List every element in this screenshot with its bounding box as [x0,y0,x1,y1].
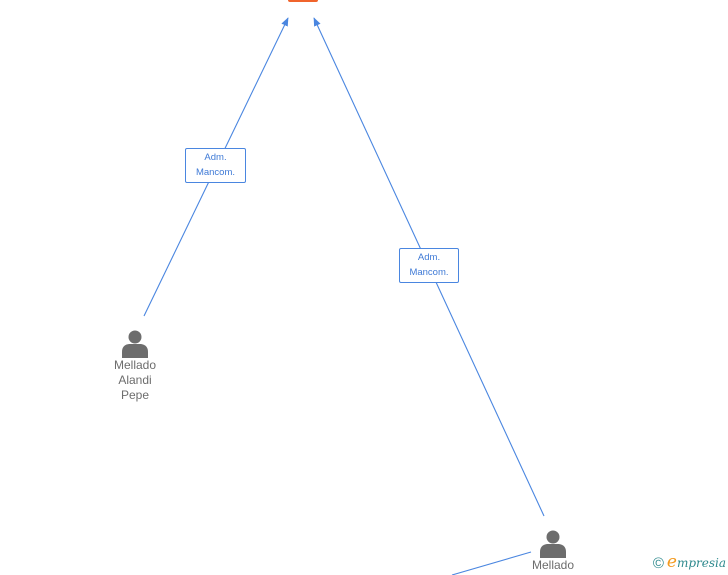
company-node[interactable] [288,0,318,2]
person-name-line: Pepe [120,388,150,402]
person-name: Mellado [518,558,588,573]
edge-label-role[interactable]: Adm. Mancom. [399,248,459,283]
edge-label-role[interactable]: Adm. Mancom. [185,148,246,183]
brand-name: mpresia [676,556,726,570]
person-name-line: Mellado [113,358,157,372]
person-icon [540,530,566,558]
edge-label-line: Adm. [417,252,441,263]
brand-credit: © empresia [653,554,726,572]
edge-label-line: Mancom. [195,167,236,178]
person-name: Mellado Alandi Pepe [100,358,170,403]
brand-logo: empresia [667,554,726,572]
person-icon [122,330,148,358]
brand-initial: e [666,552,677,572]
person-node[interactable]: Mellado Alandi Pepe [100,328,170,403]
person-name-line: Mellado [531,558,575,572]
edge-label-line: Mancom. [409,267,449,278]
person-name-line: Alandi [118,373,152,387]
edge-line-offscreen [451,551,532,575]
person-node[interactable]: Mellado [518,528,588,573]
edge-label-line: Adm. [204,152,227,163]
copyright-icon: © [652,554,664,572]
